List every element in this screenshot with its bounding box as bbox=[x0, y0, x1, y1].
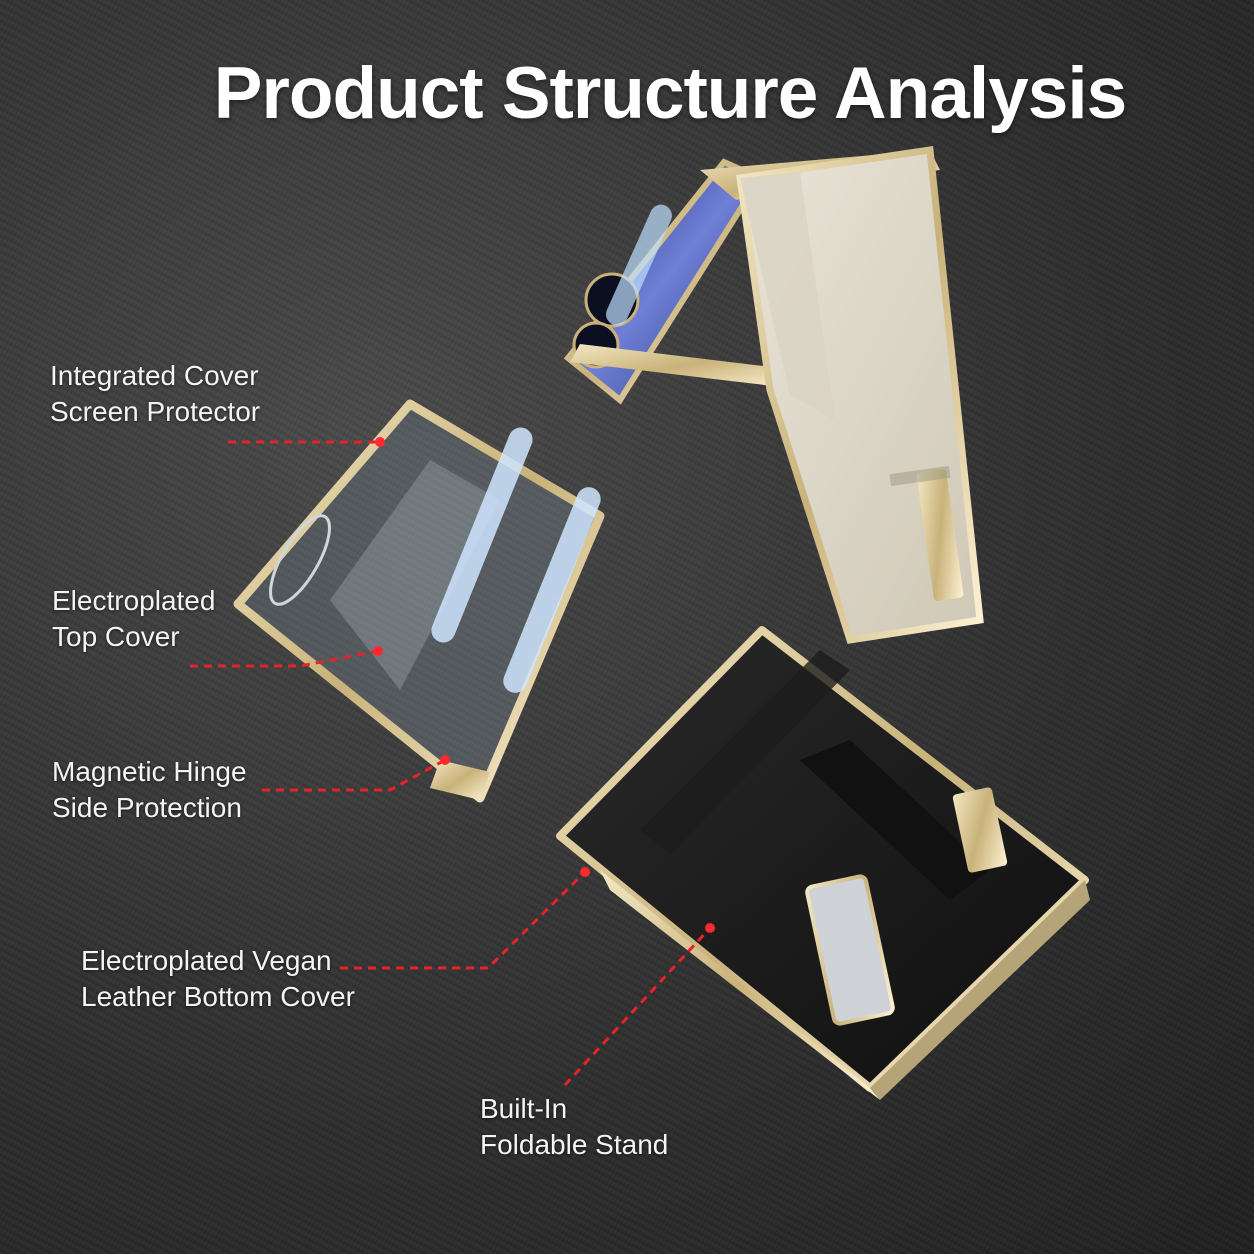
callout-line-stand bbox=[563, 926, 712, 1087]
label-line: Top Cover bbox=[52, 621, 180, 652]
label-line: Electroplated bbox=[52, 585, 216, 616]
callout-dot-stand bbox=[705, 923, 715, 933]
callout-dot-bottom-cover bbox=[580, 867, 590, 877]
label-hinge-protection: Magnetic Hinge Side Protection bbox=[52, 754, 247, 826]
label-line: Leather Bottom Cover bbox=[81, 981, 355, 1012]
label-line: Magnetic Hinge bbox=[52, 756, 247, 787]
label-bottom-cover: Electroplated Vegan Leather Bottom Cover bbox=[81, 943, 355, 1015]
black-leather-bottom-cover bbox=[556, 626, 1090, 1100]
callout-lines bbox=[190, 440, 712, 1087]
label-line: Side Protection bbox=[52, 792, 242, 823]
label-line: Electroplated Vegan bbox=[81, 945, 332, 976]
label-line: Built-In bbox=[480, 1093, 568, 1124]
folded-phone-cream bbox=[563, 146, 984, 644]
callout-dot-cover-screen bbox=[375, 437, 385, 447]
label-line: Screen Protector bbox=[50, 396, 261, 427]
callout-line-bottom-cover bbox=[340, 870, 587, 970]
page-title: Product Structure Analysis bbox=[213, 53, 1127, 134]
label-line: Integrated Cover bbox=[50, 360, 259, 391]
callout-dots bbox=[373, 437, 715, 933]
callout-dot-hinge bbox=[440, 755, 450, 765]
label-foldable-stand: Built-In Foldable Stand bbox=[480, 1091, 668, 1163]
label-top-cover: Electroplated Top Cover bbox=[52, 583, 215, 655]
clear-top-cover bbox=[233, 399, 605, 803]
callout-line-hinge bbox=[262, 758, 446, 792]
label-cover-screen-protector: Integrated Cover Screen Protector bbox=[50, 358, 260, 430]
label-line: Foldable Stand bbox=[480, 1129, 669, 1160]
callout-dot-top-cover bbox=[373, 646, 383, 656]
